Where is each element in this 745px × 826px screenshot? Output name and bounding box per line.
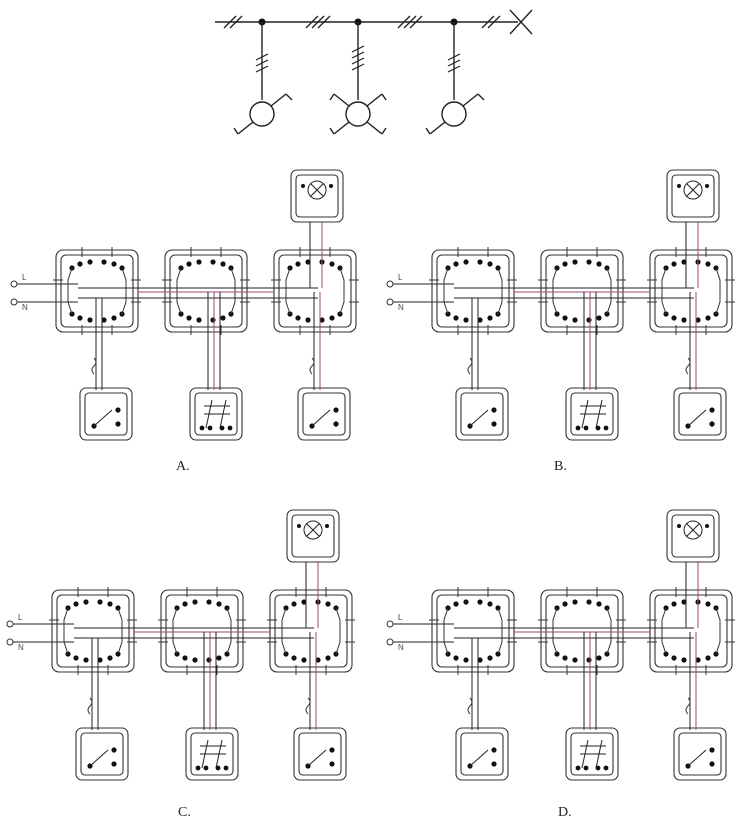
option-d-label: D.	[558, 805, 572, 820]
option-a-diagram[interactable]: L N	[11, 170, 359, 440]
neutral-terminal-label: N	[398, 303, 404, 312]
neutral-terminal-label: N	[18, 643, 24, 652]
option-c-label: C.	[178, 805, 191, 820]
line-terminal-label: L	[22, 273, 27, 282]
option-c-diagram[interactable]: L N	[7, 510, 355, 780]
switch-symbol	[425, 93, 485, 135]
option-b-diagram[interactable]: L N	[387, 170, 735, 440]
neutral-terminal-label: N	[398, 643, 404, 652]
schematic	[215, 9, 533, 135]
line-terminal-label: L	[398, 613, 403, 622]
option-a-label: A.	[176, 459, 190, 474]
option-b-label: B.	[554, 459, 567, 474]
intermediate-switch-symbol	[329, 93, 387, 135]
switch-symbol	[233, 93, 293, 135]
line-terminal-label: L	[398, 273, 403, 282]
line-terminal-label: L	[18, 613, 23, 622]
neutral-terminal-label: N	[22, 303, 28, 312]
option-d-diagram[interactable]: L N	[387, 510, 735, 780]
